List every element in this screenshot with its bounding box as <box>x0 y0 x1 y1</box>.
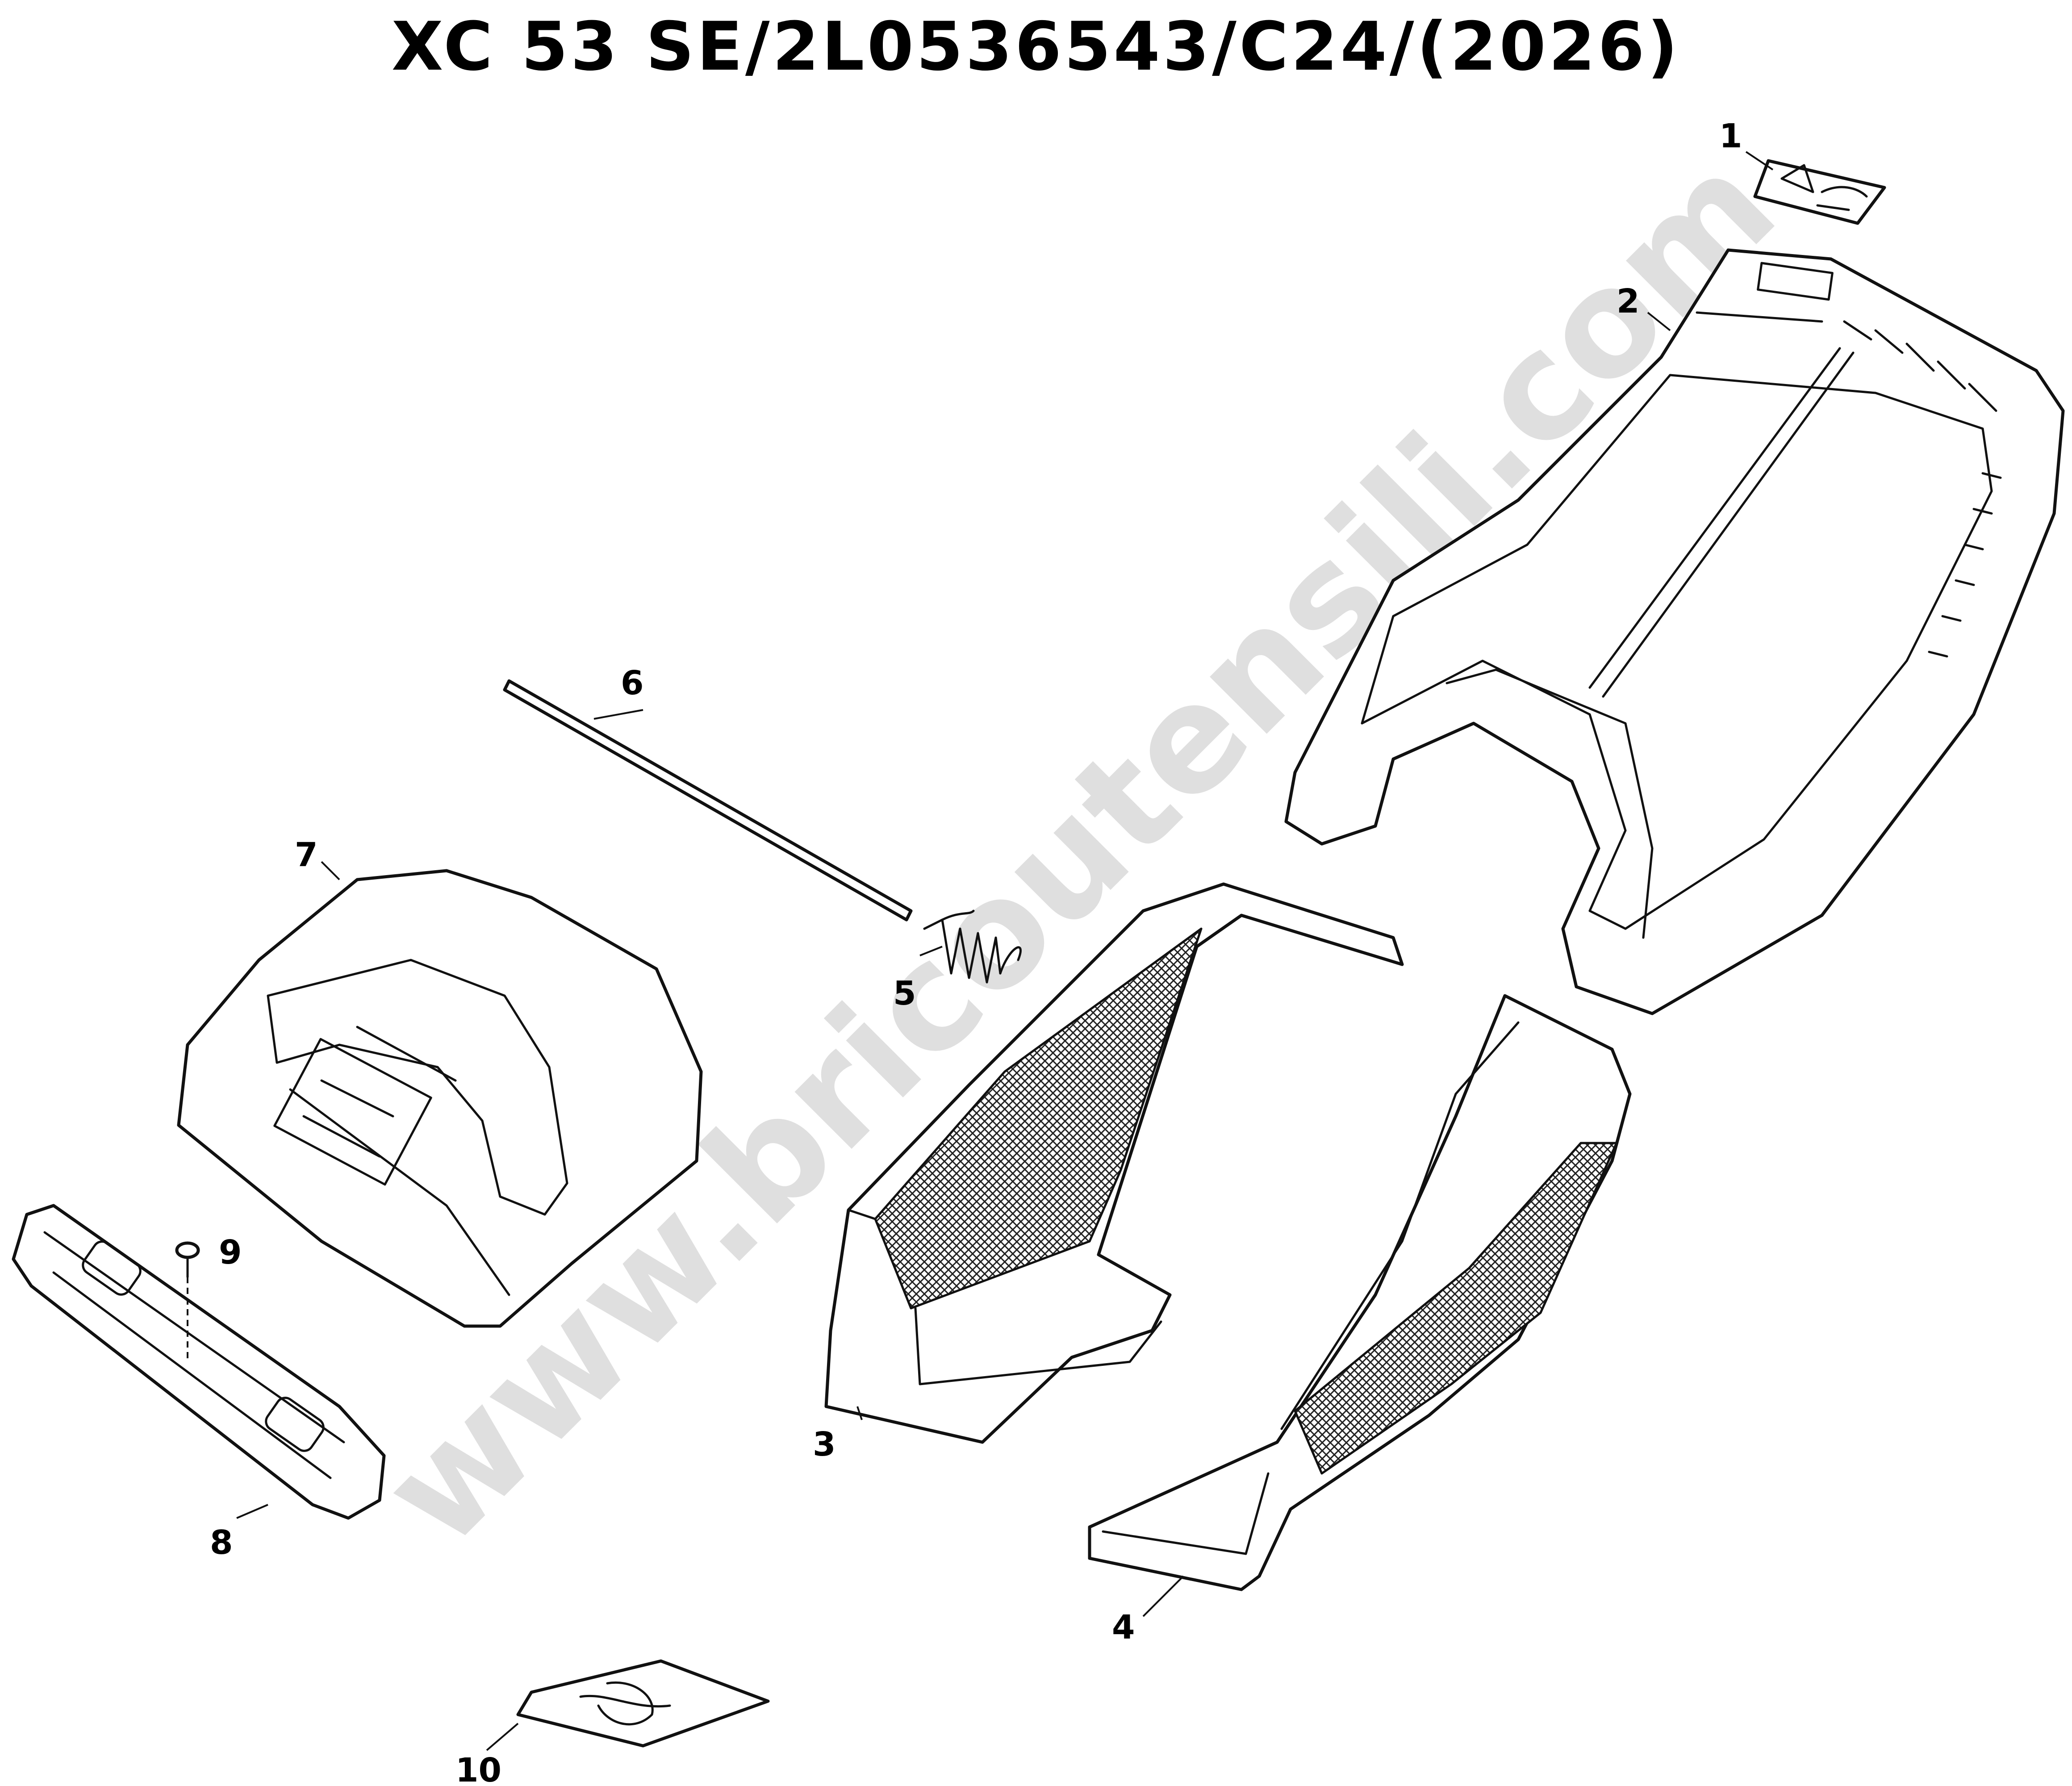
callout-8: 8 <box>210 1523 233 1562</box>
callout-4: 4 <box>1112 1608 1135 1647</box>
callout-1: 1 <box>1719 117 1742 155</box>
part-4-catcher-base <box>1088 994 1632 1591</box>
part-8-handle <box>12 1204 386 1520</box>
part-7-flap-cover <box>177 869 703 1328</box>
leader-lines <box>236 151 1774 1751</box>
part-10-instruction-sheet <box>516 1659 770 1748</box>
part-6-rod <box>503 679 913 922</box>
callout-2: 2 <box>1617 282 1640 321</box>
part-3-catcher-frame <box>824 882 1404 1444</box>
callout-7: 7 <box>295 836 318 874</box>
part-9-screw <box>175 1241 200 1362</box>
part-2-catcher-top <box>1284 248 2065 1015</box>
diagram-title: XC 53 SE/2L0536543/C24/(2026) <box>391 8 1681 86</box>
callout-5: 5 <box>893 974 916 1013</box>
callout-10: 10 <box>455 1751 501 1786</box>
callout-9: 9 <box>219 1233 242 1272</box>
watermark-text: www.bricoutensili.com <box>350 121 1808 1578</box>
part-1-label-decal <box>1753 159 1886 225</box>
callout-6: 6 <box>621 664 644 702</box>
callout-3: 3 <box>813 1425 836 1464</box>
part-5-spring <box>923 910 1022 984</box>
